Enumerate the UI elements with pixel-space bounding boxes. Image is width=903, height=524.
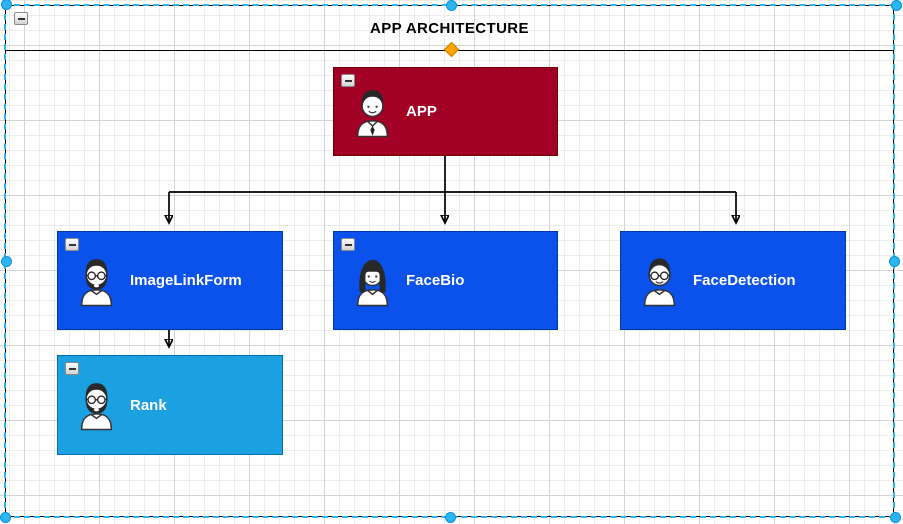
woman-icon (356, 259, 389, 306)
node-label: ImageLinkForm (130, 272, 242, 289)
node-facedetection[interactable]: FaceDetection (620, 231, 846, 330)
resize-handle-top-middle[interactable] (445, 0, 457, 11)
collapse-button[interactable] (341, 238, 355, 251)
man-glasses-icon (643, 257, 676, 306)
resize-handle-top-left[interactable] (0, 0, 12, 10)
resize-handle-top-right[interactable] (890, 0, 902, 11)
node-label: FaceBio (406, 272, 465, 289)
node-label: APP (406, 103, 437, 120)
node-label: FaceDetection (693, 272, 796, 289)
node-imagelinkform[interactable]: ImageLinkForm (57, 231, 283, 330)
resize-handle-bottom-right[interactable] (889, 511, 901, 523)
node-facebio[interactable]: FaceBio (333, 231, 558, 330)
bearded-man-icon (80, 383, 113, 431)
resize-handle-bottom-middle[interactable] (444, 511, 456, 523)
resize-handle-left-middle[interactable] (0, 255, 12, 267)
collapse-button[interactable] (65, 238, 79, 251)
collapse-button[interactable] (65, 362, 79, 375)
collapse-button[interactable] (14, 12, 28, 25)
resize-handle-bottom-left[interactable] (0, 511, 11, 523)
businessman-icon (356, 89, 389, 137)
node-label: Rank (130, 396, 167, 414)
bearded-man-icon (80, 258, 113, 306)
node-rank[interactable]: Rank (57, 355, 283, 455)
resize-handle-right-middle[interactable] (888, 255, 900, 267)
node-app[interactable]: APP (333, 67, 558, 156)
collapse-button[interactable] (341, 74, 355, 87)
